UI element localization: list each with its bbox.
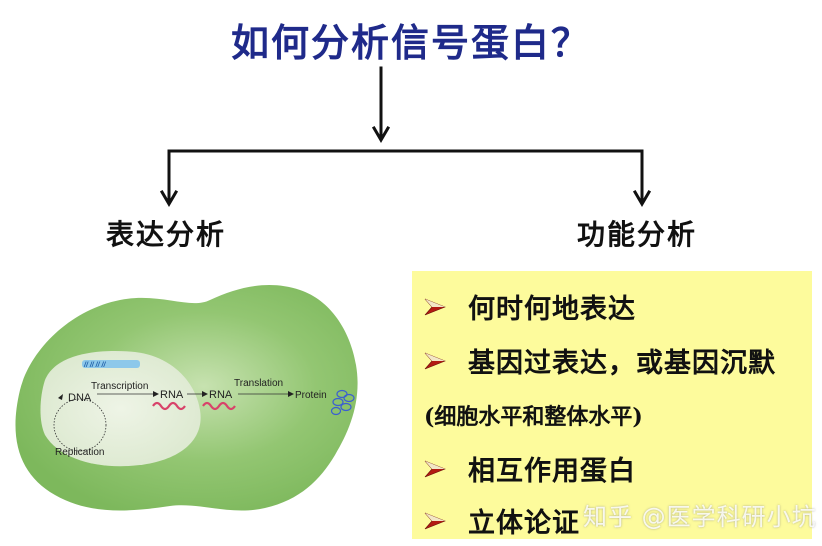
list-item: 立体论证 [424,501,580,540]
arrow-bullet-icon [424,512,446,529]
left-arrow-icon [159,189,179,207]
list-item: 基因过表达，或基因沉默 [424,341,776,380]
function-analysis-panel: 何时何地表达 基因过表达，或基因沉默 (细胞水平和整体水平) 相互作用蛋白 立体… [412,271,812,539]
arrow-bullet-icon [424,352,446,369]
branch-expression-analysis: 表达分析 [106,218,227,251]
list-item: 相互作用蛋白 [424,449,636,488]
replication-label: Replication [55,447,104,458]
protein-label: Protein [295,390,327,401]
right-arrow-icon [632,189,652,207]
mrna-wave-icon [152,401,186,411]
branch-function-analysis: 功能分析 [577,218,698,251]
level-note: (细胞水平和整体水平) [424,404,643,430]
mrna-wave-icon [202,401,236,411]
svg-text:// // // //: // // // // [83,362,106,369]
arrow-bullet-icon [424,460,446,477]
rna-nucleus-label: RNA [160,389,184,401]
arrow-bullet-icon [424,298,446,315]
page-title: 如何分析信号蛋白？ [230,20,591,65]
rna-cytoplasm-label: RNA [209,389,233,401]
dna-helix-icon: // // // // [82,360,140,369]
central-dogma-cell-diagram: // // // // DNA Transcription RNA RNA Tr… [15,285,358,511]
watermark: 知乎 @医学科研小坑 [583,503,817,531]
nucleus [40,350,201,467]
protein-blob-icon [330,389,355,416]
replication-cycle-icon [53,398,107,452]
translation-label: Translation [234,378,283,389]
list-item: 何时何地表达 [424,287,636,326]
dna-label: DNA [68,392,92,404]
trunk-arrow-icon [371,125,391,143]
transcription-label: Transcription [91,381,148,392]
